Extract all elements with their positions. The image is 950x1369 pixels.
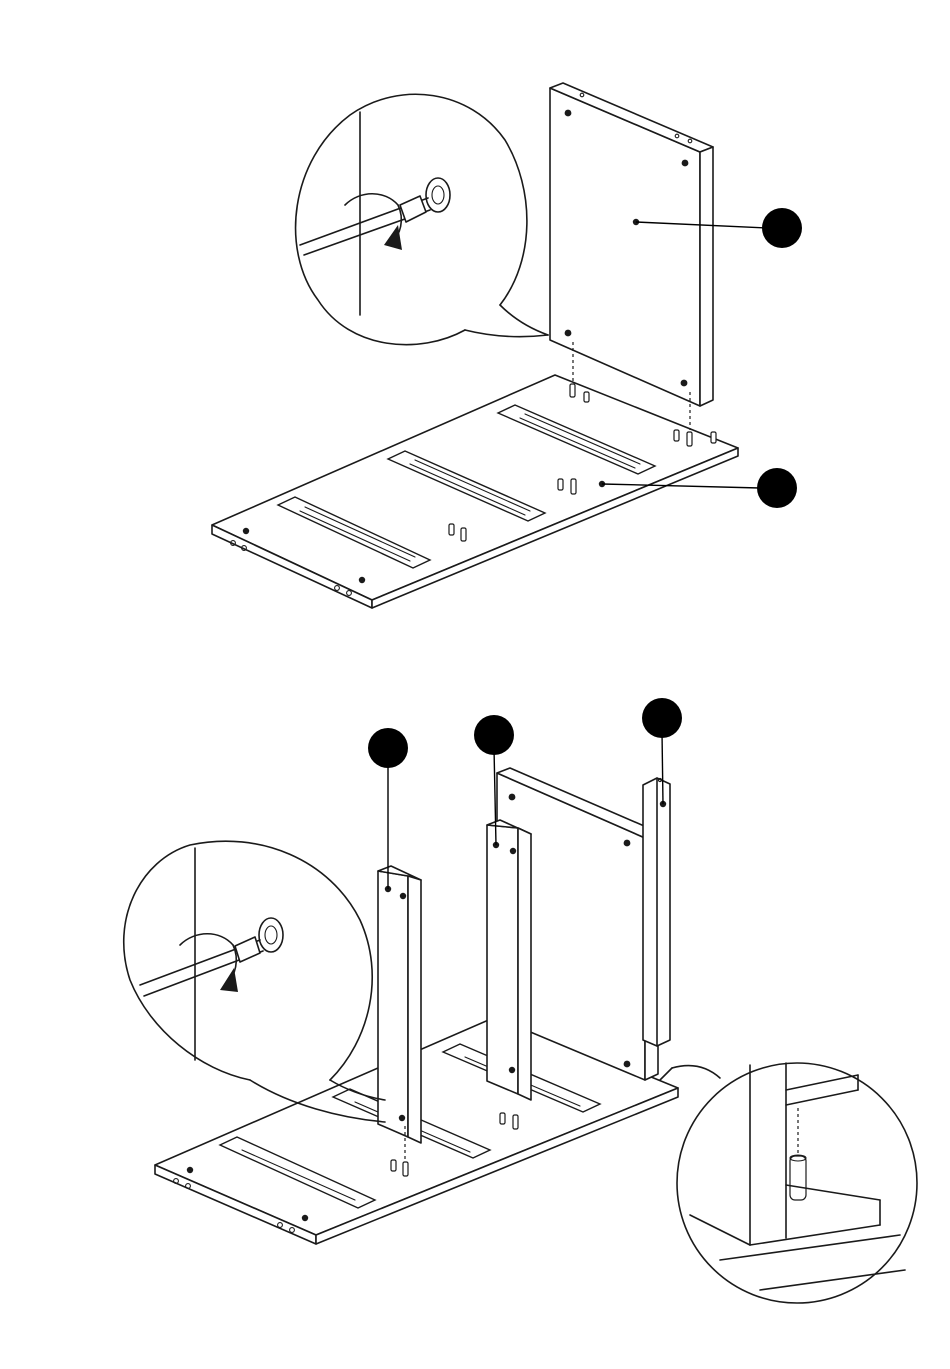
callout-marker-middle-divider — [474, 715, 514, 755]
dowel-pin — [558, 479, 563, 490]
screwdriver-cam-lock-icon — [300, 178, 450, 255]
callout-front-divider — [368, 728, 408, 889]
step-2 — [124, 698, 917, 1303]
callout-marker-front-divider — [368, 728, 408, 768]
callout-marker-base — [757, 468, 797, 508]
dowel-pin — [449, 524, 454, 535]
dowel-pin — [403, 1162, 408, 1176]
step-1 — [212, 83, 802, 608]
screwdriver-cam-lock-icon — [140, 918, 283, 996]
magnifier-detail-cam-lock-step2 — [124, 841, 385, 1122]
back-post-step2 — [643, 778, 670, 1046]
callout-marker-panel — [762, 208, 802, 248]
dowel-pin — [687, 432, 692, 446]
dowel-pin — [571, 479, 576, 494]
magnifier-detail-cam-lock-step1 — [296, 94, 548, 344]
dowel-magnifier-icon — [660, 1063, 917, 1303]
side-panel-step1 — [550, 83, 713, 430]
dowel-pin — [790, 1156, 806, 1200]
callout-marker-back-post — [642, 698, 682, 738]
dowel-pin — [584, 392, 589, 402]
dowel-pin — [391, 1160, 396, 1171]
dowel-pin — [711, 432, 716, 443]
dowel-pin — [570, 384, 575, 397]
dowel-pin — [513, 1115, 518, 1129]
front-divider-step2 — [378, 866, 421, 1160]
dowel-pin — [674, 430, 679, 441]
dowel-pin — [461, 528, 466, 541]
dowel-pin — [500, 1113, 505, 1124]
middle-divider-step2 — [487, 820, 531, 1100]
base-board-step1 — [212, 375, 738, 608]
